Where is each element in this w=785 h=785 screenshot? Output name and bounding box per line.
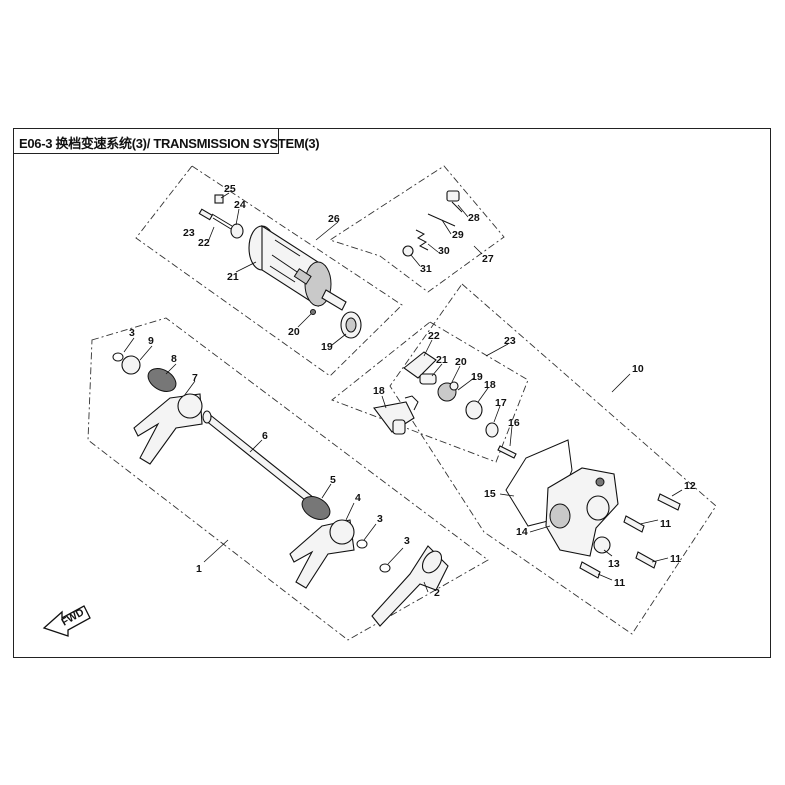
- callout-10: 10: [632, 363, 644, 375]
- callout-27: 21: [227, 271, 239, 283]
- callout-28: 22: [198, 237, 210, 249]
- callout-13: 13: [608, 558, 620, 570]
- callout-1: 1: [196, 563, 202, 575]
- circlips-3: [112, 352, 391, 573]
- stopper-22: [403, 351, 437, 379]
- callout-19: 19: [471, 371, 483, 383]
- bolt-16: [497, 445, 517, 459]
- callout-15: 15: [484, 488, 496, 500]
- callout-11-a: 11: [660, 518, 671, 530]
- spring-8: [147, 368, 177, 392]
- callout-12: 12: [684, 480, 696, 492]
- callout-29: 23: [183, 227, 195, 239]
- oil-seal-13: [593, 536, 611, 554]
- group-outline-10: [389, 283, 717, 635]
- callout-17: 17: [495, 397, 507, 409]
- callout-3-low: 3: [404, 535, 410, 547]
- callout-25: 19: [321, 341, 333, 353]
- shift-drum-cam-parts-28-31: [198, 194, 244, 239]
- diagram-frame: [13, 128, 771, 658]
- callout-30: 24: [234, 199, 246, 211]
- bearing-25: [340, 311, 362, 339]
- callout-2: 2: [434, 587, 440, 599]
- callout-11-c: 11: [614, 577, 625, 589]
- callout-5: 5: [330, 474, 336, 486]
- callout-26: 20: [288, 326, 300, 338]
- callout-3-top: 3: [129, 327, 135, 339]
- callout-35: 29: [452, 229, 464, 241]
- shift-lever-24: [373, 395, 419, 435]
- callout-9: 9: [148, 335, 154, 347]
- collar-9: [121, 355, 141, 375]
- cover-14: [545, 467, 619, 557]
- callout-21: 21: [436, 354, 448, 366]
- ball-37: [402, 245, 414, 257]
- callout-37: 31: [420, 263, 432, 275]
- bolts-11-12: [579, 493, 681, 579]
- pin-26: [310, 309, 316, 315]
- shift-drum-27: [248, 224, 347, 311]
- callout-36: 30: [438, 245, 450, 257]
- callout-7: 7: [192, 372, 198, 384]
- shift-arm-2: [371, 545, 449, 627]
- callout-14: 14: [516, 526, 528, 538]
- group-outline-33: [328, 165, 505, 293]
- spring-35-36: [415, 213, 456, 251]
- gasket-15: [505, 439, 573, 527]
- callout-11-b: 11: [670, 553, 681, 565]
- callout-4: 4: [355, 492, 361, 504]
- shift-fork-4: [289, 519, 355, 589]
- shift-fork-7: [133, 393, 203, 465]
- diagram-title: E06-3 换档变速系统(3)/ TRANSMISSION SYSTEM(3): [19, 136, 320, 151]
- group-outline-23: [331, 321, 529, 463]
- callout-31: 25: [224, 183, 236, 195]
- callout-24: 18: [373, 385, 385, 397]
- callout-20: 20: [455, 356, 467, 368]
- callout-33: 27: [482, 253, 494, 265]
- callout-34: 28: [468, 212, 480, 224]
- callout-32: 26: [328, 213, 340, 225]
- neutral-switch-34: [446, 190, 463, 213]
- collar-21: [419, 373, 437, 385]
- callout-6: 6: [262, 430, 268, 442]
- group-outline-1: [87, 317, 489, 641]
- group-outline-32: [135, 165, 403, 377]
- collars-17-18: [465, 400, 499, 438]
- callout-23: 23: [504, 335, 516, 347]
- fwd-arrow-icon: FWD: [42, 605, 91, 637]
- callout-3-mid: 3: [377, 513, 383, 525]
- callout-labels: 25 24 23 22 21 26 20 19 28 29 30 27 31 3…: [123, 183, 696, 599]
- title-box: [13, 128, 279, 154]
- callout-22: 22: [428, 330, 440, 342]
- callout-18: 18: [484, 379, 496, 391]
- callout-8: 8: [171, 353, 177, 365]
- callout-16: 16: [508, 417, 520, 429]
- spring-5: [301, 496, 331, 520]
- shift-shaft-6: [202, 410, 325, 513]
- gear-19-20: [437, 381, 459, 402]
